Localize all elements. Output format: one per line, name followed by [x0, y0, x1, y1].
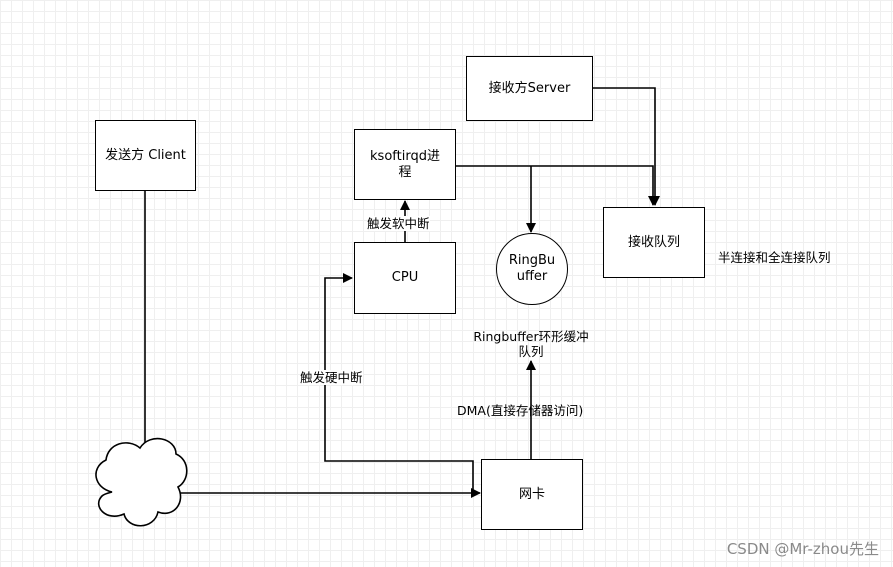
cpu-node[interactable]: CPU [354, 242, 456, 314]
recv-queue-node[interactable]: 接收队列 [603, 207, 705, 278]
ringbuffer-label-line1: RingBu [508, 253, 556, 268]
queue-note-label: 半连接和全连接队列 [718, 250, 831, 265]
soft-irq-label: 触发软中断 [367, 216, 430, 231]
edge-nic-to-cpu [324, 273, 474, 494]
hard-irq-label: 触发硬中断 [300, 370, 363, 385]
dma-label: DMA(直接存储器访问) [457, 403, 584, 418]
ringbuffer-node[interactable]: RingBu uffer [496, 233, 568, 305]
nic-label: 网卡 [518, 486, 545, 502]
ringbuffer-desc-line2: 队列 [518, 344, 544, 359]
edge-ksoftirqd-to-queue [456, 165, 658, 206]
ksoftirqd-label-line1: ksoftirqd进 [370, 148, 440, 164]
server-label: 接收方Server [488, 80, 571, 96]
recv-queue-label: 接收队列 [627, 234, 680, 250]
client-node[interactable]: 发送方 Client [95, 120, 196, 191]
cloud-shape [95, 437, 188, 527]
ksoftirqd-node[interactable]: ksoftirqd进 程 [354, 129, 456, 200]
ksoftirqd-label-line2: 程 [398, 164, 412, 180]
nic-node[interactable]: 网卡 [481, 459, 583, 530]
csdn-watermark: CSDN @Mr-zhou先生 [726, 540, 879, 558]
cpu-label: CPU [391, 270, 419, 285]
ringbuffer-label-line2: uffer [516, 269, 548, 284]
ringbuffer-desc-line1: Ringbuffer环形缓冲 [473, 329, 589, 344]
ringbuffer-desc-label: Ringbuffer环形缓冲 队列 [468, 329, 594, 359]
client-label: 发送方 Client [105, 147, 186, 163]
server-node[interactable]: 接收方Server [466, 56, 593, 121]
edge-server-to-queue [593, 87, 660, 206]
